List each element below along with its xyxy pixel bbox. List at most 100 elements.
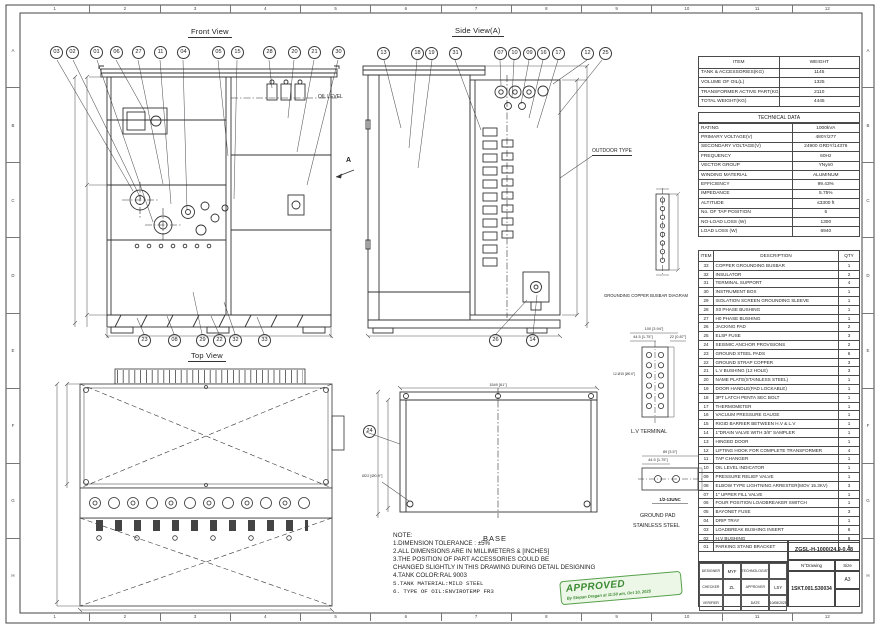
side-view-drawing <box>362 60 603 339</box>
notes-title: NOTE: <box>393 532 413 539</box>
title-block-signatures: DESIGNER MYF TECHNOLOGIST CHECKER ZL APP… <box>698 562 788 611</box>
front-leader-lines <box>56 60 339 335</box>
front-view-drawing <box>56 60 340 339</box>
lv-dim-1: 100 [3.94"] <box>645 326 664 331</box>
balloon-10: 10 <box>508 47 521 60</box>
technologist-label: TECHNOLOGIST <box>741 563 770 579</box>
side-leader-lines <box>383 60 603 335</box>
base-balloon: 24 <box>363 425 379 439</box>
balloon-03: 03 <box>50 46 63 59</box>
lv-terminal-label: L.V TERMINAL <box>631 429 668 435</box>
side-bottom-balloons: 26 14 <box>489 334 549 348</box>
base-width-dim: 1549 [61"] <box>489 382 507 387</box>
approver-label: APPROVER <box>741 579 770 595</box>
front-view-title: Front View <box>188 27 232 38</box>
n-drawing-label: N°Drawing <box>788 560 835 571</box>
base-view-drawing: 1549 [61"] Ø22 [Ø0.9"] <box>362 382 600 518</box>
balloon-33: 33 <box>258 334 271 347</box>
balloon-05: 05 <box>212 46 225 59</box>
table-row: ALTITUDE≤3300 ft <box>698 198 861 209</box>
table-row: TRANSFORMER ACTIVE PART(KG)2110 <box>698 86 860 98</box>
notes-lines: 1.DIMENSION TOLERANCE : ±5%2.ALL DIMENSI… <box>393 540 596 595</box>
top-view-title: Top View <box>188 351 226 362</box>
balloon-16: 16 <box>537 47 550 60</box>
pad-thread-spec: 1/2-13UNC <box>659 497 681 502</box>
lv-dim-holes: 12-Ø15 [Ø0.6"] <box>613 372 635 376</box>
drawing-number-cell: 1SKT.001.S30034 <box>788 571 835 607</box>
balloon-22: 22 <box>213 334 226 347</box>
pad-dim-1: 89 [3.5"] <box>663 449 677 454</box>
balloon-07: 07 <box>494 47 507 60</box>
side-dimension-lines <box>365 63 590 339</box>
balloon-13: 13 <box>377 47 390 60</box>
size-empty-cell <box>835 589 860 607</box>
balloon-32: 32 <box>229 334 242 347</box>
balloon-26: 26 <box>489 334 502 347</box>
busbar-diagram-drawing <box>655 188 681 276</box>
balloon-27: 27 <box>132 46 145 59</box>
balloon-19: 19 <box>425 47 438 60</box>
lv-dim-3: 22 [0.87"] <box>670 334 687 339</box>
balloon-24: 24 <box>363 425 376 438</box>
date-label: DATE <box>741 595 770 611</box>
pad-dim-2: 44.5 [1.75"] <box>648 457 668 462</box>
balloon-14: 14 <box>526 334 539 347</box>
table-row: VOLUME OF OIL(L)1325 <box>698 77 860 88</box>
busbar-diagram-label: GROUNDING COPPER BUSBAR DIAGRAM <box>604 293 688 298</box>
section-arrow <box>335 169 355 179</box>
base-view-title: BASE <box>483 534 508 543</box>
ground-pad-label-1: GROUND PAD <box>640 513 676 519</box>
verifier-label: VERIFIER <box>699 595 723 611</box>
designer-label: DESIGNER <box>699 563 723 579</box>
table-row: TOTAL WEIGHT(KG)4445 <box>698 96 860 107</box>
outdoor-type-label: OUTDOOR TYPE <box>592 148 632 156</box>
approver-value: LSY <box>769 579 787 595</box>
balloon-28: 28 <box>263 46 276 59</box>
front-dimension-lines <box>72 74 334 339</box>
balloon-08: 08 <box>168 334 181 347</box>
balloon-21: 21 <box>308 46 321 59</box>
size-value-cell: A3 <box>835 571 860 589</box>
notes-block: NOTE: 1.DIMENSION TOLERANCE : ±5%2.ALL D… <box>393 532 668 596</box>
balloon-06: 06 <box>110 46 123 59</box>
date-value: 10/08/2025 <box>769 595 787 611</box>
balloon-30: 30 <box>332 46 345 59</box>
balloon-18: 18 <box>411 47 424 60</box>
section-label: A <box>346 157 352 164</box>
balloon-04: 04 <box>177 46 190 59</box>
